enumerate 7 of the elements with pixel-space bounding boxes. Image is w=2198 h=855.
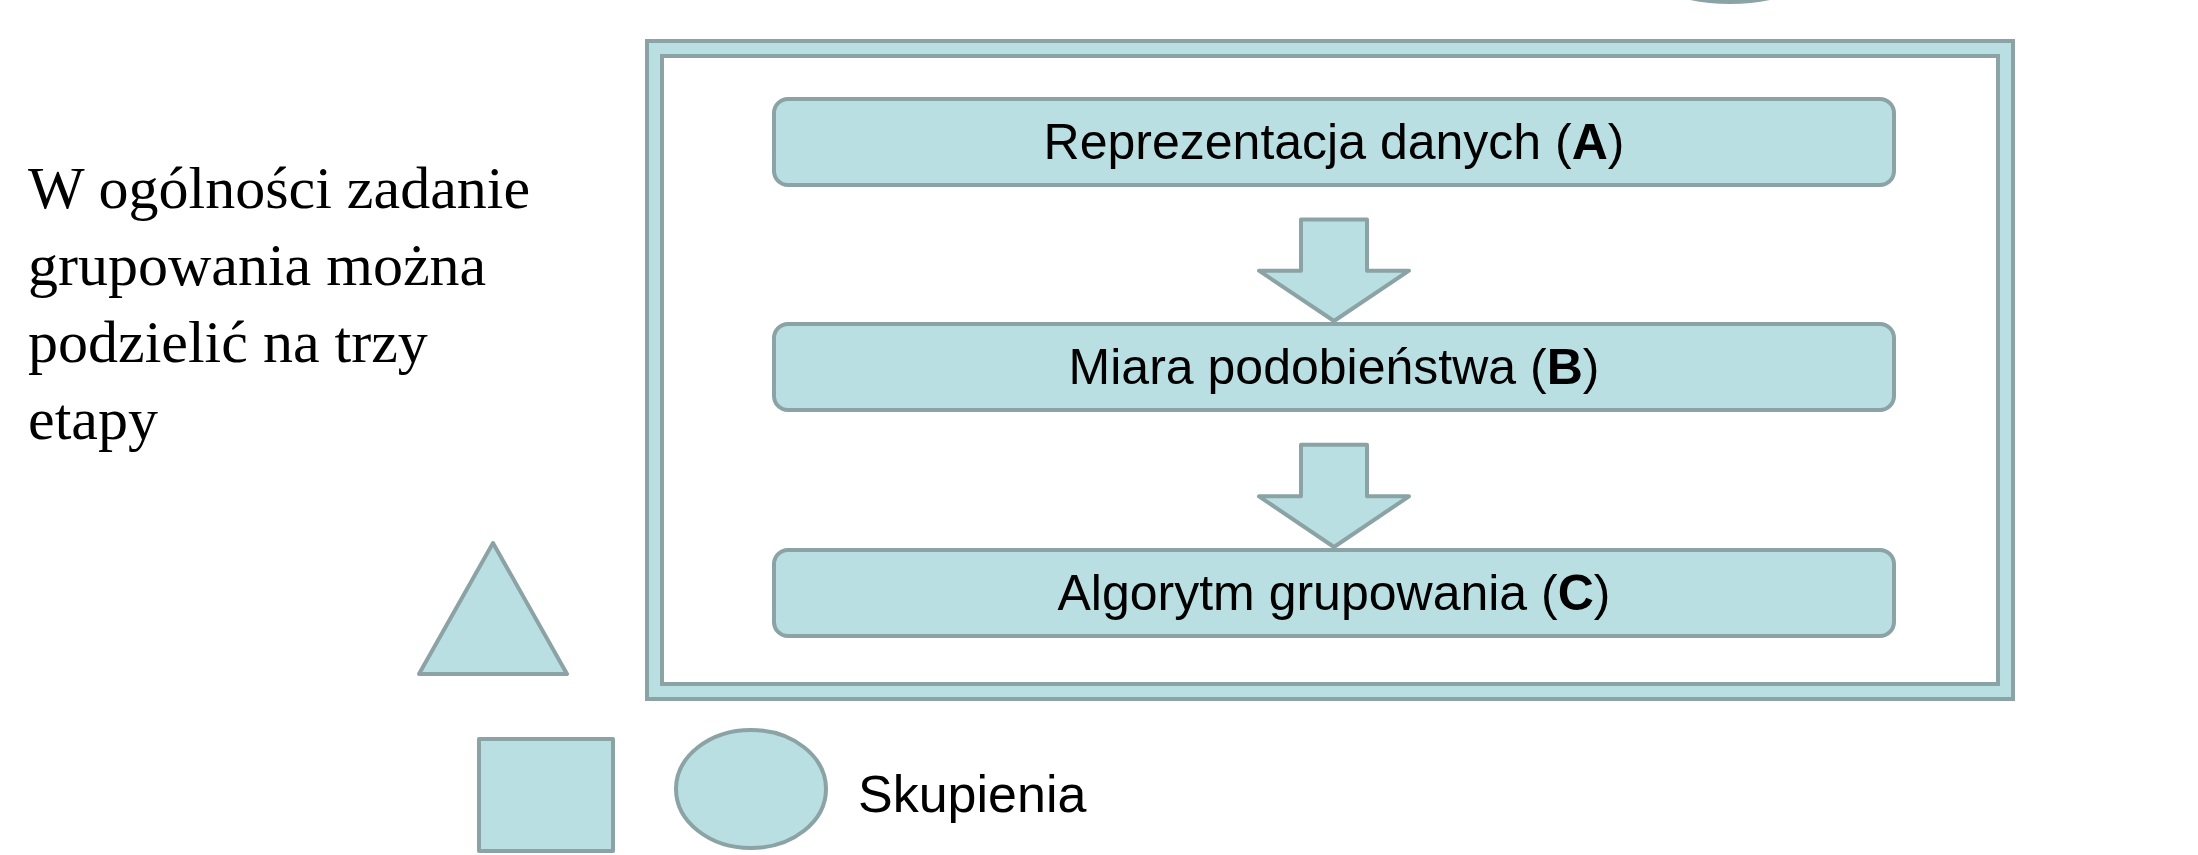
block-arrow <box>1257 217 1411 323</box>
block-arrow <box>1257 442 1411 549</box>
step-label: Reprezentacja danych (A) <box>1043 113 1625 171</box>
legend-text: Skupienia <box>858 764 1088 825</box>
intro-text: W ogólności zadanie grupowania można podzielić na trzy etapy <box>28 154 532 454</box>
step-label: Algorytm grupowania (C) <box>1057 564 1611 622</box>
step-label: Miara podobieństwa (B) <box>1068 338 1600 396</box>
